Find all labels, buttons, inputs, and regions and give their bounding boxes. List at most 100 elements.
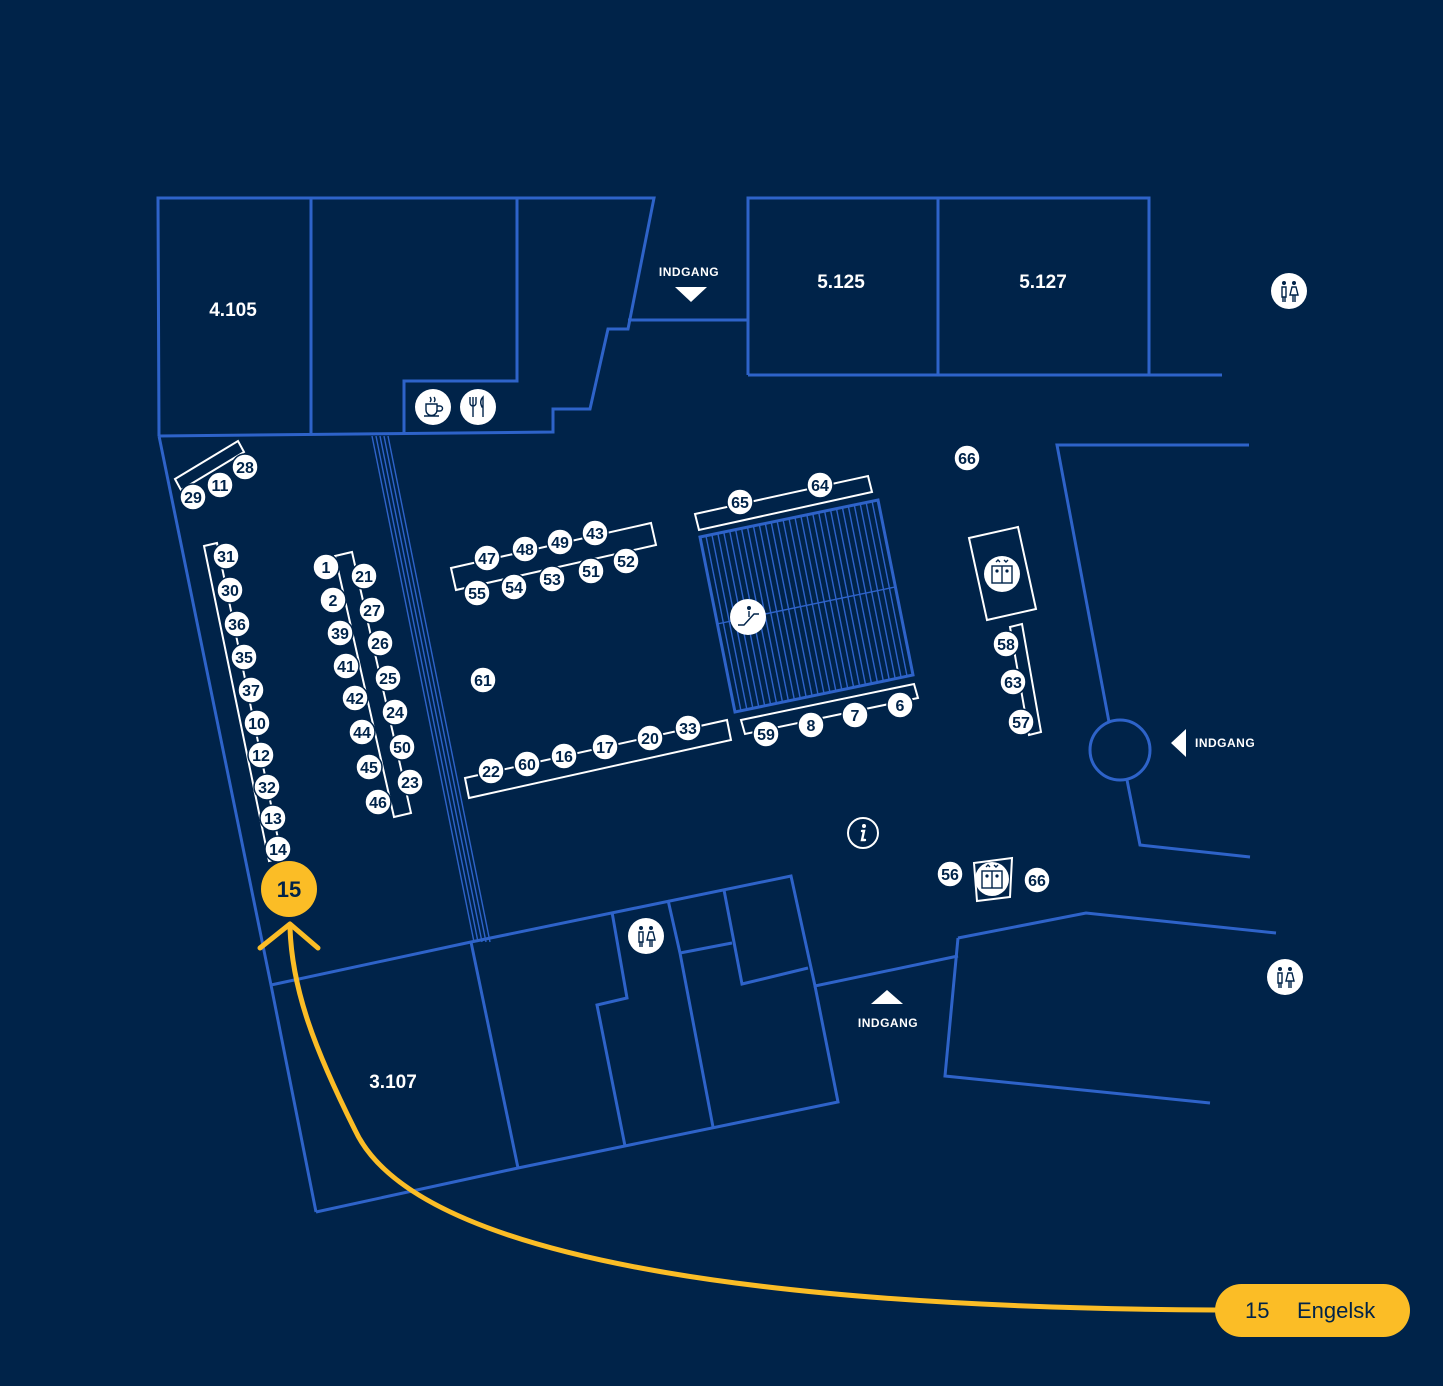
stair-line — [770, 522, 807, 698]
stand-number: 25 — [379, 671, 397, 688]
stand-badge[interactable]: 41 — [332, 652, 360, 680]
stand-badge[interactable]: 6 — [886, 691, 914, 719]
stand-badge[interactable]: 61 — [469, 666, 497, 694]
stand-number: 48 — [516, 542, 534, 559]
stand-badge[interactable]: 56 — [936, 860, 964, 888]
stand-badge[interactable]: 14 — [264, 835, 292, 863]
stand-badge[interactable]: 55 — [463, 579, 491, 607]
stand-number: 55 — [468, 586, 486, 603]
stand-badge[interactable]: 21 — [350, 562, 378, 590]
stand-badge[interactable]: 46 — [364, 788, 392, 816]
stand-badge[interactable]: 7 — [841, 701, 869, 729]
stand-badge[interactable]: 24 — [381, 698, 409, 726]
info-icon[interactable] — [847, 817, 879, 849]
stand-badge[interactable]: 36 — [223, 610, 251, 638]
stand-badge[interactable]: 28 — [231, 453, 259, 481]
stand-badge[interactable]: 16 — [550, 742, 578, 770]
stand-badge[interactable]: 49 — [546, 528, 574, 556]
stand-badge-circle — [237, 676, 265, 704]
stand-badge[interactable]: 50 — [388, 733, 416, 761]
stand-badge-circle — [581, 519, 609, 547]
stand-number: 49 — [551, 535, 569, 552]
highlighted-stand-marker[interactable]: 15 — [261, 861, 317, 917]
stand-badge[interactable]: 2 — [319, 586, 347, 614]
stand-badge[interactable]: 43 — [581, 519, 609, 547]
entrance-right: INDGANG — [1171, 729, 1255, 757]
restaurant-icon[interactable] — [460, 389, 496, 425]
stand-badge[interactable]: 23 — [396, 768, 424, 796]
stand-badge[interactable]: 31 — [212, 542, 240, 570]
stand-badge[interactable]: 59 — [752, 720, 780, 748]
route-arrow — [257, 921, 1218, 1313]
stand-badge[interactable]: 20 — [636, 724, 664, 752]
stand-badge[interactable]: 66 — [953, 444, 981, 472]
stand-badge[interactable]: 1 — [312, 553, 340, 581]
stand-badge[interactable]: 11 — [206, 471, 234, 499]
elevator-icon[interactable] — [984, 556, 1020, 592]
stand-badge[interactable]: 47 — [473, 544, 501, 572]
stand-number: 17 — [596, 740, 614, 757]
stand-badge[interactable]: 8 — [797, 711, 825, 739]
stand-badge[interactable]: 48 — [511, 535, 539, 563]
escalator-icon[interactable] — [730, 599, 766, 635]
stand-badge[interactable]: 37 — [237, 676, 265, 704]
stand-number: 27 — [363, 603, 381, 620]
stand-badge-circle — [231, 453, 259, 481]
stair-line — [853, 504, 890, 681]
stand-legend-pill[interactable]: 15 Engelsk — [1215, 1284, 1410, 1337]
stand-badge-circle — [358, 596, 386, 624]
stand-badge[interactable]: 27 — [358, 596, 386, 624]
stand-badge[interactable]: 53 — [538, 565, 566, 593]
stand-badge[interactable]: 17 — [591, 733, 619, 761]
stand-number: 26 — [371, 636, 389, 653]
stand-badge-circle — [841, 701, 869, 729]
stand-badge[interactable]: 12 — [247, 741, 275, 769]
stand-badge-circle — [364, 788, 392, 816]
stand-badge[interactable]: 10 — [243, 709, 271, 737]
stand-badge[interactable]: 32 — [253, 773, 281, 801]
stand-badge-circle — [366, 629, 394, 657]
stand-badge[interactable]: 52 — [612, 547, 640, 575]
stair-line — [871, 501, 908, 677]
stand-badge[interactable]: 64 — [806, 471, 834, 499]
stand-badge-circle — [886, 691, 914, 719]
stand-badge[interactable]: 26 — [366, 629, 394, 657]
stair-line — [758, 524, 796, 700]
stand-number: 59 — [757, 727, 775, 744]
stand-number: 10 — [248, 716, 266, 733]
stand-badge[interactable]: 39 — [326, 619, 354, 647]
stair-line — [705, 535, 742, 711]
toilet-icon[interactable] — [1271, 273, 1307, 309]
stand-badge[interactable]: 51 — [577, 557, 605, 585]
toilet-icon[interactable] — [1267, 959, 1303, 995]
stand-badge[interactable]: 25 — [374, 664, 402, 692]
stand-badge-circle — [374, 664, 402, 692]
stand-badge[interactable]: 33 — [674, 714, 702, 742]
stand-badge[interactable]: 44 — [348, 718, 376, 746]
stand-badge[interactable]: 22 — [477, 757, 505, 785]
stand-badge[interactable]: 66 — [1023, 866, 1051, 894]
stand-badge[interactable]: 57 — [1007, 708, 1035, 736]
stand-badge[interactable]: 63 — [999, 668, 1027, 696]
stand-number: 35 — [235, 650, 253, 667]
toilet-icon[interactable] — [628, 918, 664, 954]
entrance-top: INDGANG — [659, 265, 719, 302]
stand-badge[interactable]: 60 — [513, 750, 541, 778]
stand-badge[interactable]: 35 — [230, 643, 258, 671]
stair-line — [788, 518, 825, 694]
stand-badge-circle — [546, 528, 574, 556]
entrance-bottom-label: INDGANG — [858, 1016, 918, 1030]
stand-badge[interactable]: 54 — [500, 573, 528, 601]
stand-badge[interactable]: 65 — [726, 488, 754, 516]
stand-number: 57 — [1012, 715, 1030, 732]
stand-badge[interactable]: 30 — [216, 576, 244, 604]
stand-badge[interactable]: 29 — [179, 483, 207, 511]
stand-badge[interactable]: 13 — [259, 804, 287, 832]
stand-badge[interactable]: 58 — [992, 630, 1020, 658]
stand-badge[interactable]: 45 — [355, 753, 383, 781]
cafe-icon[interactable] — [415, 389, 451, 425]
elevator-icon[interactable] — [975, 862, 1009, 896]
entrance-top-label: INDGANG — [659, 265, 719, 279]
stair-line — [841, 507, 879, 683]
stand-badge[interactable]: 42 — [341, 684, 369, 712]
